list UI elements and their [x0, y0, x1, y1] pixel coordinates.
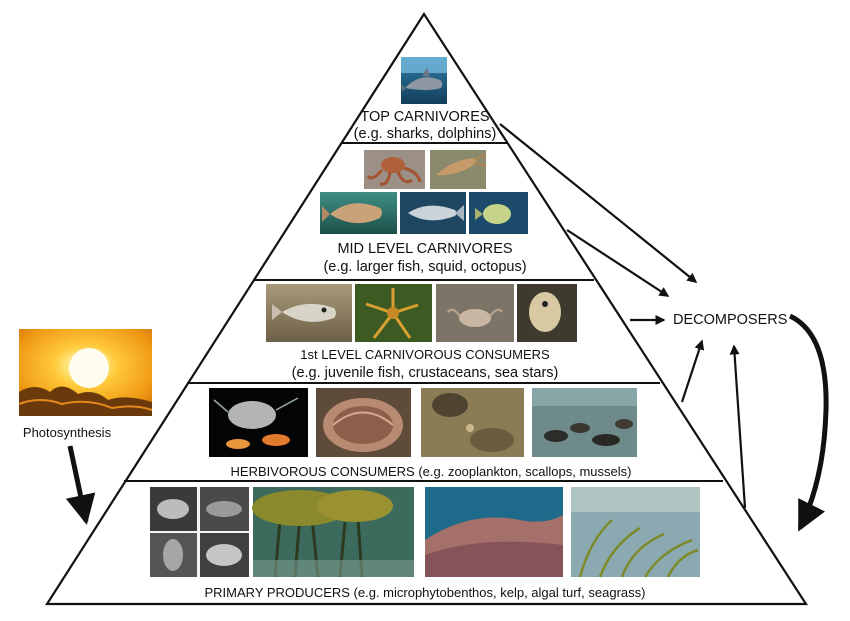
snapper-photo — [320, 192, 397, 234]
first-carnivores-title: 1st LEVEL CARNIVOROUS CONSUMERS — [300, 347, 550, 362]
seafloor-photo — [421, 388, 524, 457]
arrow-herb-to-decomposers — [680, 339, 705, 403]
arrow-decomposers-to-producers — [788, 313, 829, 532]
photosynthesis-label: Photosynthesis — [23, 425, 112, 440]
level-top-carnivores: TOP CARNIVORES (e.g. sharks, dolphins) — [354, 57, 497, 142]
decomposers-label: DECOMPOSERS — [673, 312, 787, 328]
mid-carnivores-examples: (e.g. larger fish, squid, octopus) — [323, 259, 526, 275]
crab-photo — [436, 284, 514, 342]
juvenile-fish-photo — [266, 284, 352, 342]
kelp-forest-photo — [252, 487, 414, 578]
level-mid-carnivores: MID LEVEL CARNIVORES (e.g. larger fish, … — [320, 150, 528, 275]
top-carnivores-title: TOP CARNIVORES — [360, 109, 489, 125]
dolphin-photo — [401, 57, 447, 104]
arrow-mid-to-decomposers — [566, 229, 670, 297]
isopod-photo — [517, 284, 577, 342]
level-herbivores: HERBIVOROUS CONSUMERS (e.g. zooplankton,… — [209, 388, 637, 479]
sea-star-photo — [355, 284, 432, 342]
zooplankton-photo — [209, 388, 308, 457]
level-first-carnivores: 1st LEVEL CARNIVOROUS CONSUMERS (e.g. ju… — [266, 284, 577, 381]
level-primary-producers: PRIMARY PRODUCERS (e.g. microphytobentho… — [150, 487, 700, 600]
silver-fish-photo — [400, 192, 466, 234]
photosynthesis-group: Photosynthesis — [18, 329, 153, 525]
sun-photo — [18, 329, 153, 416]
arrow-top-to-decomposers — [499, 123, 698, 283]
seagrass-photo — [571, 487, 700, 578]
photosynthesis-arrow — [65, 445, 96, 525]
leatherjacket-photo — [469, 192, 528, 234]
mussel-bed-photo — [532, 388, 637, 457]
microphytobenthos-micrograph — [150, 487, 249, 577]
arrow-primary-to-decomposers — [729, 344, 747, 509]
first-carnivores-examples: (e.g. juvenile fish, crustaceans, sea st… — [292, 365, 559, 381]
top-carnivores-examples: (e.g. sharks, dolphins) — [354, 126, 497, 142]
herbivores-label: HERBIVOROUS CONSUMERS (e.g. zooplankton,… — [231, 464, 632, 479]
algal-turf-photo — [425, 487, 563, 577]
primary-producers-label: PRIMARY PRODUCERS (e.g. microphytobentho… — [205, 585, 646, 600]
mid-carnivores-title: MID LEVEL CARNIVORES — [337, 241, 512, 257]
squid-photo — [430, 150, 487, 189]
octopus-photo — [364, 150, 425, 189]
scallop-photo — [316, 388, 411, 457]
